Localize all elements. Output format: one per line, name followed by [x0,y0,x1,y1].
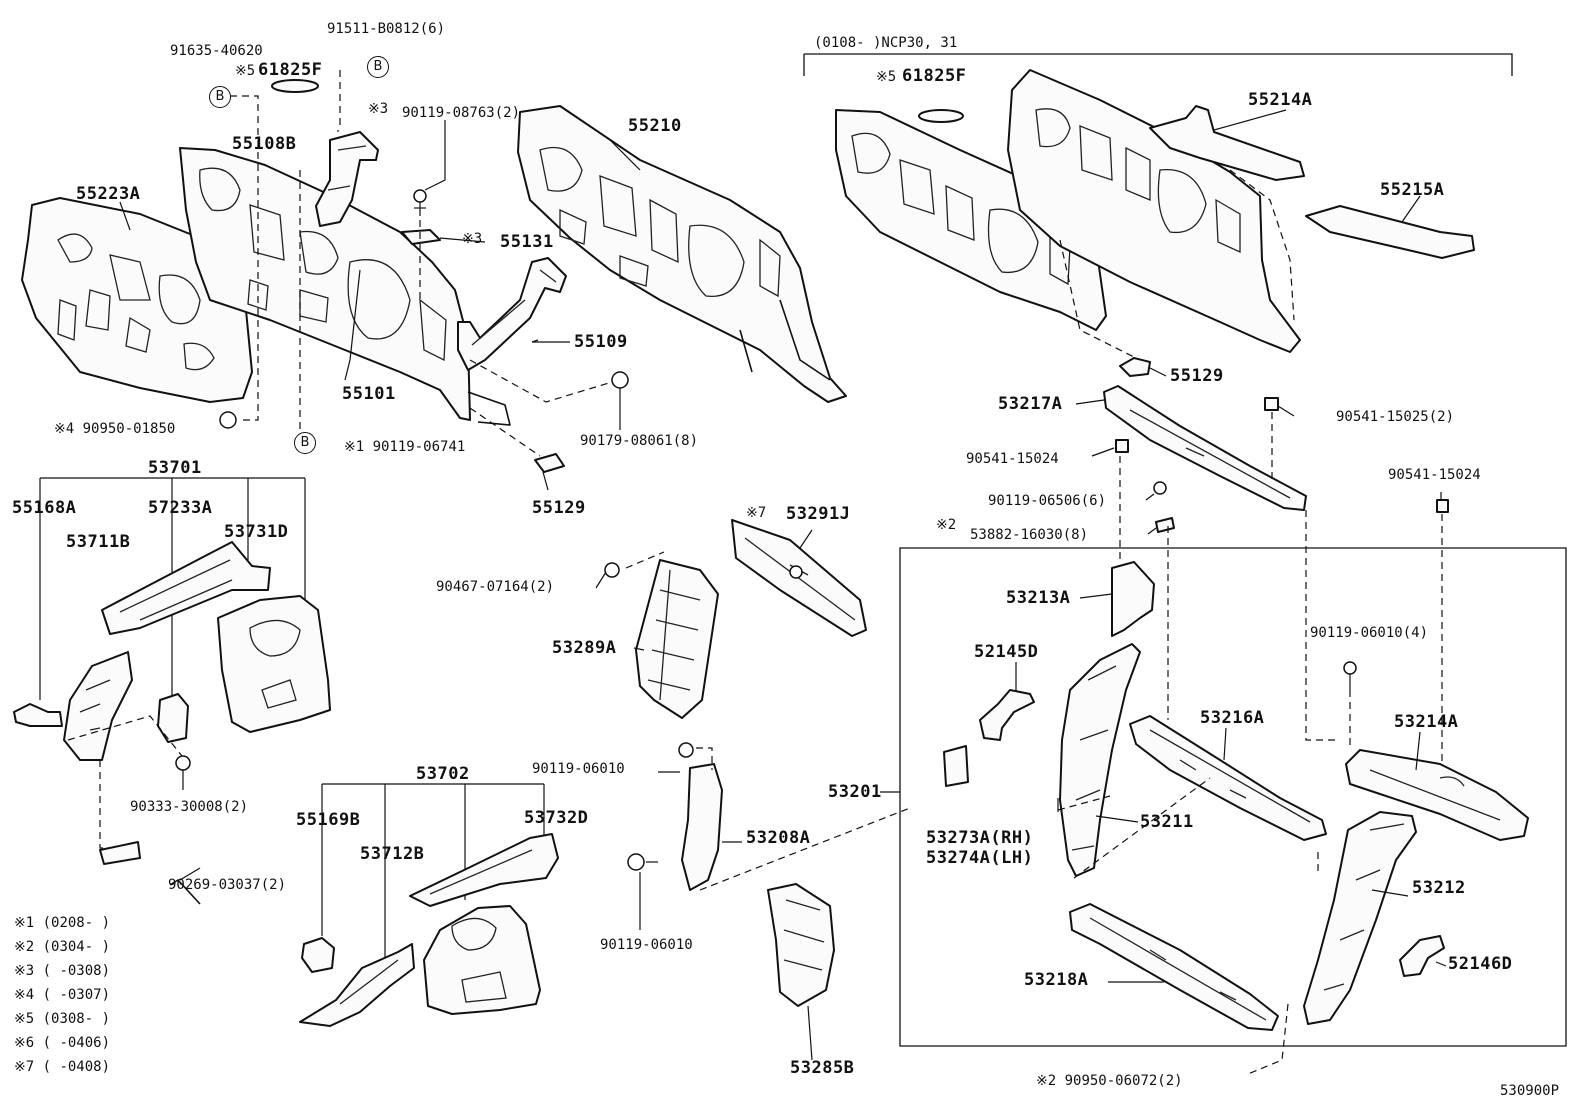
label-55169B: 55169B [296,810,361,830]
label-90467-07164: 90467-07164(2) [436,579,555,595]
label-55223A: 55223A [76,184,141,204]
part-55101-drawing [179,147,511,426]
label-53712B: 53712B [360,844,425,864]
note-3: ※3 ( -0308) [14,963,111,979]
label-53201: 53201 [828,782,882,802]
label-53731D: 53731D [224,522,289,542]
label-61825F-b-mark: ※5 [876,69,897,85]
label-55168A: 55168A [12,498,77,518]
label-91635-40620: 91635-40620 [170,43,263,59]
label-53213A: 53213A [1006,588,1071,608]
part-55108B-drawing [315,131,379,227]
label-55129-b: 55129 [1170,366,1224,386]
label-90541-15024-b: 90541-15024 [1388,467,1481,483]
label-53711B: 53711B [66,532,131,552]
label-55215A: 55215A [1380,180,1445,200]
part-55109-drawing [457,257,567,371]
label-90119-06010-b: 90119-06010 [600,937,693,953]
label-61825F-b: 61825F [902,66,967,86]
label-53882-16030: 53882-16030(8) [970,527,1089,543]
label-55131-mark: ※3 [462,231,483,247]
label-61825F-a: 61825F [258,60,323,80]
note-1: ※1 (0208- ) [14,915,111,931]
label-53701: 53701 [148,458,202,478]
label-diagram-code: 530900P [1500,1083,1560,1099]
label-53212: 53212 [1412,878,1466,898]
label-55131: 55131 [500,232,554,252]
part-55210-drawing [517,105,847,403]
label-model-range: (0108- )NCP30, 31 [814,35,958,51]
part-55131-drawing [401,189,441,245]
note-6: ※6 ( -0406) [14,1035,111,1051]
label-53273A-RH: 53273A(RH) [926,828,1034,848]
label-52145D: 52145D [974,642,1039,662]
fasteners-left-drawing [219,79,629,473]
middle-parts-drawing [604,519,911,1007]
note-7: ※7 ( -0408) [14,1059,111,1075]
label-90950-01850: ※4 90950-01850 [54,421,176,437]
label-55129-a: 55129 [532,498,586,518]
label-53285B: 53285B [790,1058,855,1078]
label-61825F-a-mark: ※5 [235,63,256,79]
label-90119-06010-c: 90119-06010(4) [1310,625,1429,641]
label-55109: 55109 [574,332,628,352]
group-53701-drawing [13,477,331,905]
group-53702-drawing [299,783,559,1027]
label-53291J-mark: ※7 [746,505,767,521]
note-5: ※5 (0308- ) [14,1011,111,1027]
leaders-right [1015,109,1447,983]
label-57233A: 57233A [148,498,213,518]
label-90119-06010-a: 90119-06010 [532,761,625,777]
label-90541-15024-a: 90541-15024 [966,451,1059,467]
label-90333-30008: 90333-30008(2) [130,799,249,815]
label-53216A: 53216A [1200,708,1265,728]
assembly-53201-drawing [880,547,1567,1075]
leaders-middle [595,529,813,1061]
top-right-drawing [803,53,1513,780]
label-53214A: 53214A [1394,712,1459,732]
label-91511-B0812: 91511-B0812(6) [327,21,446,37]
label-90179-08061: 90179-08061(8) [580,433,699,449]
leaders-top-left [119,70,641,491]
circle-ref-b2: B [367,56,389,78]
label-53208A: 53208A [746,828,811,848]
label-53882-mark: ※2 [936,517,957,533]
label-90541-15025: 90541-15025(2) [1336,409,1455,425]
label-53218A: 53218A [1024,970,1089,990]
label-53732D: 53732D [524,808,589,828]
label-90119-08763-mark: ※3 [368,101,389,117]
label-55214A: 55214A [1248,90,1313,110]
label-55108B: 55108B [232,134,297,154]
label-55101: 55101 [342,384,396,404]
note-4: ※4 ( -0307) [14,987,111,1003]
notes-list: ※1 (0208- ) ※2 (0304- ) ※3 ( -0308) ※4 (… [14,916,110,1084]
label-52146D: 52146D [1448,954,1513,974]
label-55210: 55210 [628,116,682,136]
label-90119-08763: 90119-08763(2) [402,105,521,121]
label-90269-03037: 90269-03037(2) [168,877,287,893]
label-90950-06072: ※2 90950-06072(2) [1036,1073,1183,1089]
label-90119-06741: ※1 90119-06741 [344,439,466,455]
label-53274A-LH: 53274A(LH) [926,848,1034,868]
label-53289A: 53289A [552,638,617,658]
note-2: ※2 (0304- ) [14,939,111,955]
circle-ref-b1: B [209,86,231,108]
label-53217A: 53217A [998,394,1063,414]
circle-ref-b3: B [294,432,316,454]
label-90119-06506: 90119-06506(6) [988,493,1107,509]
label-53291J: 53291J [786,504,851,524]
label-53211: 53211 [1140,812,1194,832]
label-53702: 53702 [416,764,470,784]
